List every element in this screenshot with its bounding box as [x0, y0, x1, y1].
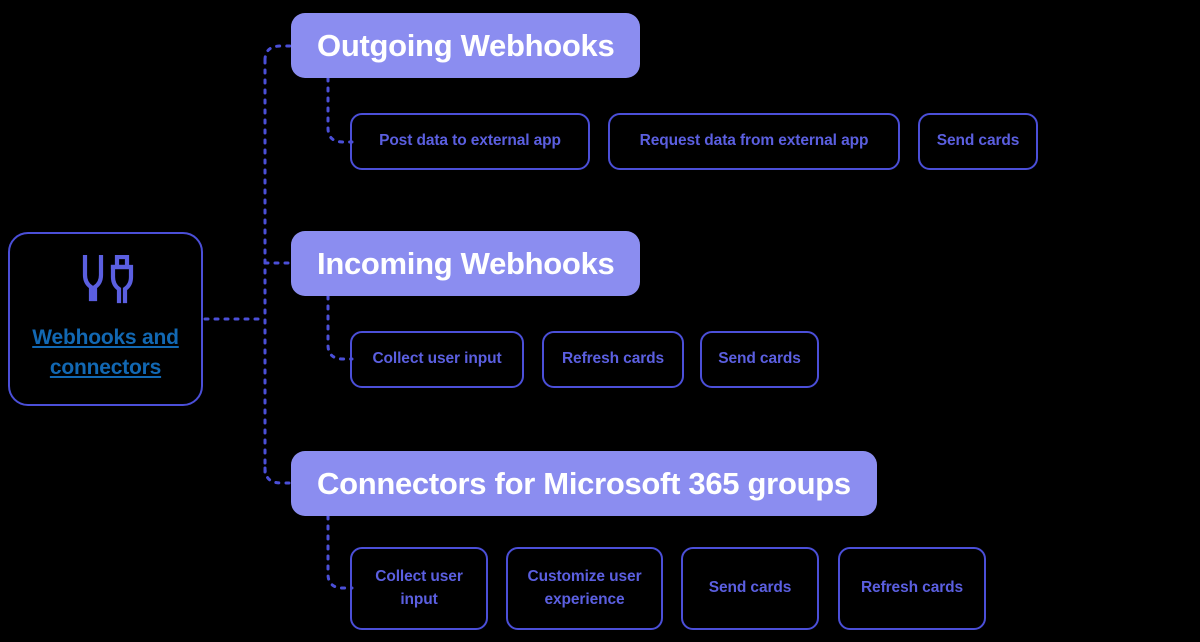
section-header-label: Connectors for Microsoft 365 groups [317, 465, 851, 501]
leaf-box-label: Customize user experience [527, 568, 642, 608]
plug-and-connector-icon [75, 255, 137, 307]
leaf-box-label: Send cards [936, 132, 1020, 150]
root-node-label[interactable]: Webhooks and connectors [32, 323, 179, 383]
leaf-box-post-data-to-external-app[interactable]: Post data to external app [350, 113, 590, 170]
connector-outgoing-to-items [326, 76, 354, 144]
leaf-box-send-cards-outgoing[interactable]: Send cards [918, 113, 1038, 170]
leaf-box-customize-user-experience[interactable]: Customize user experience [506, 547, 663, 630]
connector-trunk-to-outgoing [263, 44, 293, 62]
leaf-box-label: Request data from external app [639, 132, 869, 150]
leaf-box-collect-user-input-connectors[interactable]: Collect user input [350, 547, 488, 630]
root-node-label-line1: Webhooks and [32, 326, 179, 350]
leaf-box-label: Refresh cards [561, 350, 665, 368]
leaf-box-label: Collect user input [372, 350, 502, 368]
section-header-incoming-webhooks[interactable]: Incoming Webhooks [291, 231, 641, 296]
leaf-box-label: Send cards [708, 579, 792, 597]
leaf-box-refresh-cards-connectors[interactable]: Refresh cards [838, 547, 986, 630]
leaf-box-label: Post data to external app [379, 132, 561, 150]
leaf-box-send-cards-connectors[interactable]: Send cards [681, 547, 819, 630]
root-node-label-line2: connectors [49, 356, 162, 379]
leaf-box-collect-user-input-incoming[interactable]: Collect user input [350, 331, 524, 388]
connector-connectors-to-items [326, 514, 354, 590]
section-header-label: Outgoing Webhooks [317, 27, 615, 63]
connector-trunk-to-connectors [263, 466, 293, 485]
leaf-box-label: Send cards [718, 350, 801, 368]
leaf-box-send-cards-incoming[interactable]: Send cards [700, 331, 819, 388]
connector-incoming-to-items [326, 294, 354, 361]
root-node-webhooks-and-connectors[interactable]: Webhooks and connectors [8, 232, 203, 406]
leaf-box-label: Collect user input [375, 568, 463, 608]
section-header-label: Incoming Webhooks [317, 245, 615, 281]
leaf-box-label: Refresh cards [860, 579, 964, 597]
section-header-outgoing-webhooks[interactable]: Outgoing Webhooks [291, 13, 641, 78]
section-header-connectors-for-microsoft-365-groups[interactable]: Connectors for Microsoft 365 groups [291, 451, 877, 516]
leaf-box-request-data-from-external-app[interactable]: Request data from external app [608, 113, 900, 170]
leaf-box-refresh-cards-incoming[interactable]: Refresh cards [542, 331, 684, 388]
